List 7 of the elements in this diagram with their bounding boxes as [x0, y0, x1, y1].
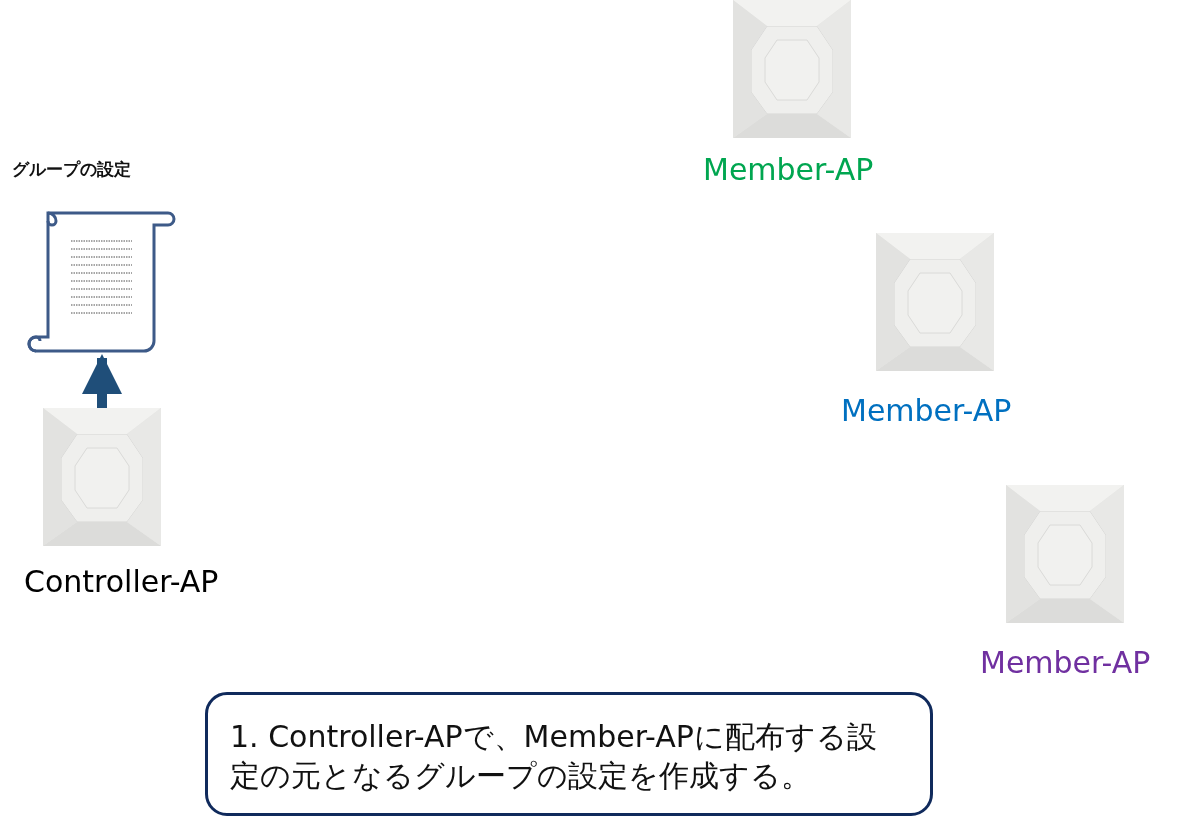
- document-heading: グループの設定: [12, 158, 131, 181]
- device-label: Member-AP: [841, 393, 1012, 428]
- device-label: Controller-AP: [24, 564, 219, 599]
- note-box: [205, 692, 933, 816]
- device-label: Member-AP: [703, 152, 874, 187]
- note-text: 1. Controller-APで、Member-APに配布する設定の元となるグループの設定を作成する。: [230, 718, 878, 795]
- device-label: Member-AP: [980, 645, 1151, 680]
